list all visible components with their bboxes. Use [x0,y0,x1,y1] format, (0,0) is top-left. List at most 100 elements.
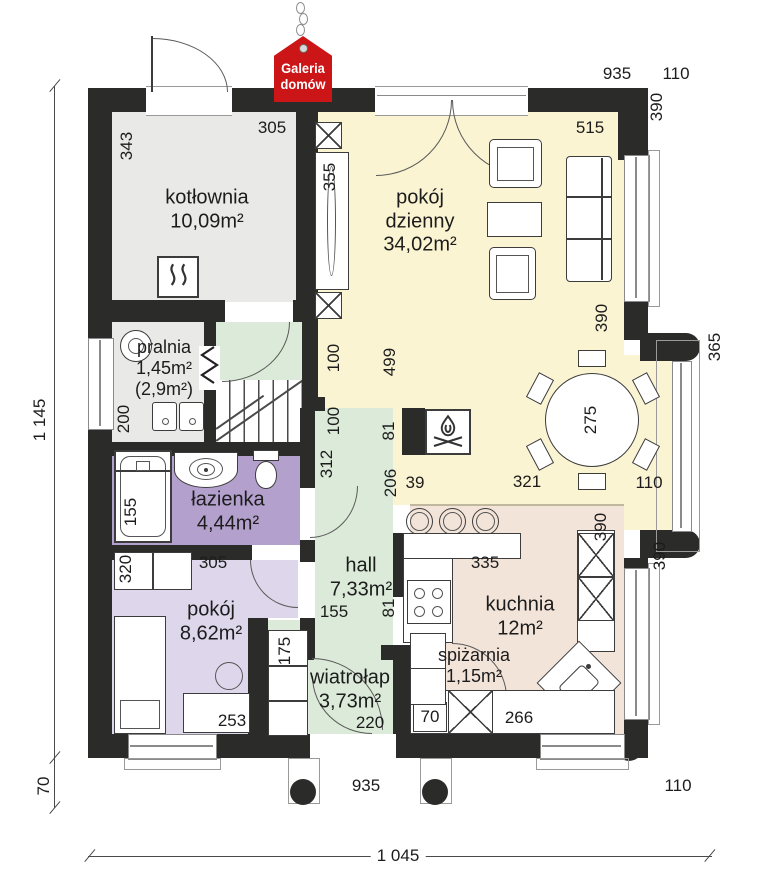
armchair-2-seat [496,255,529,293]
wall-break [199,346,220,390]
wardrobe-pokoj-divider [152,553,154,589]
dim-label-wia-175: 175 [275,636,294,666]
washer-2-dot [189,418,196,425]
logo-grommet [299,44,308,53]
dim-label-bottom-1045: 1 045 [370,846,426,866]
dim-label-liv-100a: 100 [324,343,343,373]
wall-kotlownia-bottom-r [293,300,318,322]
dim-label-table-275: 275 [581,405,600,435]
wall-break-icon [200,346,219,384]
room-area: 12m² [497,617,543,639]
window-living-right [624,155,650,302]
dim-label-liv-499: 499 [380,347,399,377]
window-kitchen-right-glass [635,570,637,716]
bay-wall-top-column [640,333,700,361]
sill-living-right [648,150,660,307]
logo-text-line1: Galeria [281,60,325,76]
dim-label-liv-39: 39 [405,473,425,492]
bathroom-sink-drain [204,468,208,472]
dim-label-kuch-70: 70 [420,707,440,726]
kitchen-peninsula [403,533,521,559]
bar-stool-1 [406,508,433,535]
room-area: 3,73m² [318,690,382,712]
window-pralnia [88,338,114,430]
label-wiatrolap: wiatrołap 3,73m² [310,666,390,713]
fireplace [425,409,471,455]
wall-right-corner [618,88,648,160]
fixture-box-bottom [315,292,342,319]
coffee-table [487,202,542,237]
dim-label-right-390-top: 390 [647,92,666,122]
dim-label-top-110: 110 [662,64,690,83]
laundry-basin-inner [128,338,144,354]
burner-2 [432,588,443,599]
pantry-shelf-divider [411,668,445,669]
label-spizarnia: spiżarnia 1,15m² [438,645,510,687]
bay-wall-bottom-column [640,530,700,558]
wall-kotlownia-living [296,112,318,322]
sofa-cushion-2 [567,238,611,240]
dim-label-wia-220: 220 [355,713,385,732]
sofa [566,156,612,282]
wardrobe-wiatrolap-div2 [269,700,307,702]
room-name: wiatrołap [309,666,391,689]
wardrobe-wiatrolap-div1 [269,665,307,667]
label-pokoj-dzienny: pokój dzienny 34,02m² [383,187,456,258]
dim-label-liv-321: 321 [512,472,542,491]
washer-2 [179,402,204,431]
fireplace-wall [402,408,425,455]
cabinet-70-box [413,702,447,732]
dim-label-liv-81a: 81 [379,421,398,441]
room-name: kotłownia [165,186,249,209]
stove [407,580,451,624]
dim-label-liv-110: 110 [635,473,663,492]
room-area: 34,02m² [383,233,457,256]
label-hall: hall 7,33m² [330,554,392,601]
wall-hall-kitchen-b [393,645,410,734]
bed-pillow [120,700,160,729]
dining-table [545,373,639,467]
toilet-tank [253,450,279,461]
fireplace-icon [433,414,463,448]
sill-bottom-kitchen [536,758,629,770]
desk [183,693,250,733]
bathroom-sink-oval [189,458,223,480]
window-pralnia-glass [99,340,101,426]
fixture-box-top [315,122,342,149]
dining-chair-top [578,350,606,367]
burner-3 [414,606,425,617]
window-bottom-kitchen-glass [542,745,621,747]
sill-kitchen-right [648,563,660,725]
dim-label-left-1145: 1 145 [30,398,49,442]
washer-1-dot [162,418,169,425]
porch-column-right [422,779,448,805]
desk-chair [215,662,243,690]
wall-stairs-living [302,322,318,400]
dim-label-pralnia-200: 200 [114,404,133,434]
kitchen-living-boundary [410,504,624,506]
label-kuchnia: kuchnia 12m² [486,593,555,640]
room-name: spiżarnia [437,644,511,665]
bathroom-sink-oval-inner [197,463,215,476]
room-name: pralnia [136,337,192,358]
threshold-entrance [310,734,396,758]
toilet-bowl [255,461,277,489]
logo-text-line2: domów [280,76,326,92]
wall-bottom-2 [215,734,310,758]
burner-1 [414,588,425,599]
dim-label-liv-355: 355 [320,162,339,192]
window-living-right-glass [635,157,637,298]
label-pokoj: pokój 8,62m² [180,598,242,645]
room-area: 8,62m² [179,622,243,644]
bathtub-faucet [136,461,150,471]
wall-bottom-3 [396,734,540,758]
room-area: 4,44m² [196,512,260,534]
bathtub-inner [120,456,166,537]
dim-label-kuch-390: 390 [591,512,610,542]
bar-stool-3 [472,508,499,535]
dim-line-left [54,86,56,758]
dim-label-kuch-266: 266 [504,708,534,727]
porch-column-left [290,779,316,805]
wardrobe-wiatrolap [268,630,308,736]
